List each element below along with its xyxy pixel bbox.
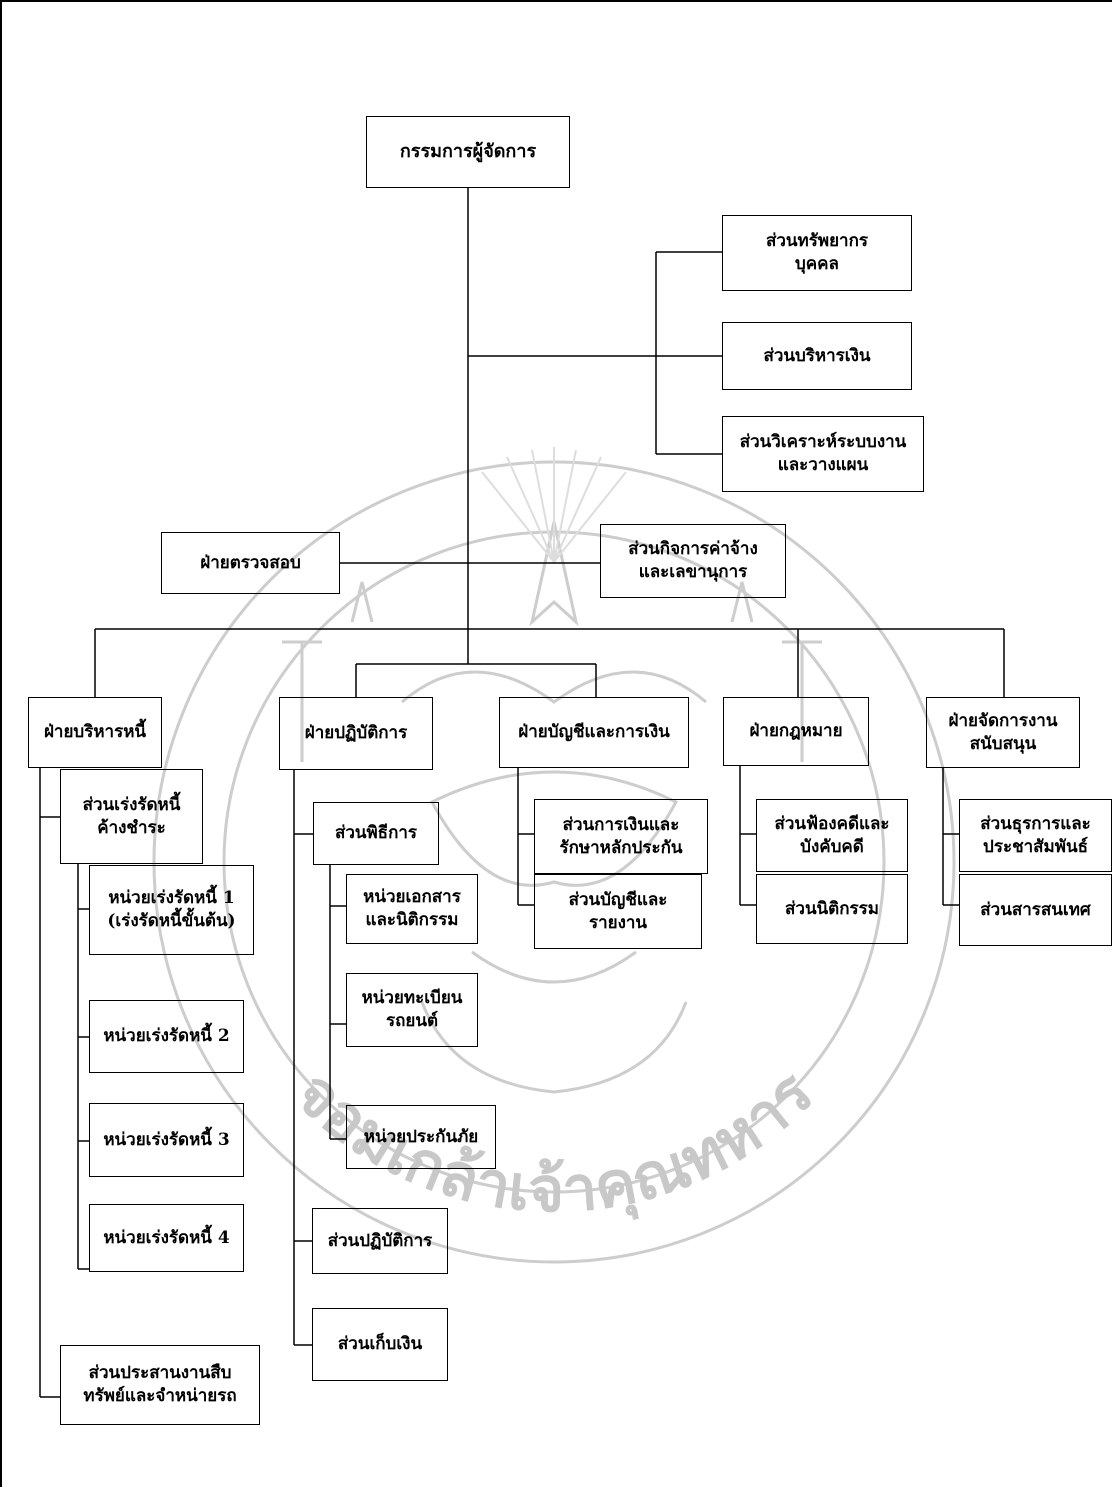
operations-section-box: ส่วนปฏิบัติการ <box>312 1208 448 1274</box>
finance-collateral-section-box: ส่วนการเงินและ รักษาหลักประกัน <box>534 799 708 874</box>
collection-section-box: ส่วนเก็บเงิน <box>312 1308 448 1381</box>
support-department-box: ฝ่ายจัดการงาน สนับสนุน <box>926 697 1080 768</box>
juristic-acts-section-box: ส่วนนิติกรรม <box>756 874 908 944</box>
debt-collection-section-box: ส่วนเร่งรัดหนี้ ค้างชำระ <box>60 769 203 864</box>
secretariat-section-box: ส่วนกิจการค่าจ้าง และเลขานุการ <box>600 524 786 598</box>
vehicle-registration-unit-box: หน่วยทะเบียน รถยนต์ <box>346 973 478 1047</box>
ceo-box: กรรมการผู้จัดการ <box>366 116 570 188</box>
systems-planning-section-box: ส่วนวิเคราะห์ระบบงาน และวางแผน <box>722 416 924 492</box>
information-section-box: ส่วนสารสนเทศ <box>959 874 1112 946</box>
debt-unit-1-box: หน่วยเร่งรัดหนี้ 1 (เร่งรัดหนี้ขั้นต้น) <box>89 865 254 955</box>
debt-unit-2-box: หน่วยเร่งรัดหนี้ 2 <box>89 1000 244 1073</box>
asset-tracing-section-box: ส่วนประสานงานสืบ ทรัพย์และจำหน่ายรถ <box>60 1345 260 1425</box>
litigation-section-box: ส่วนฟ้องคดีและ บังคับคดี <box>756 799 908 872</box>
treasury-section-box: ส่วนบริหารเงิน <box>722 322 912 390</box>
debt-unit-3-box: หน่วยเร่งรัดหนี้ 3 <box>89 1103 244 1177</box>
accounts-reporting-section-box: ส่วนบัญชีและ รายงาน <box>534 874 702 949</box>
insurance-unit-box: หน่วยประกันภัย <box>346 1105 496 1169</box>
debt-unit-4-box: หน่วยเร่งรัดหนี้ 4 <box>89 1204 244 1272</box>
debt-department-box: ฝ่ายบริหารหนี้ <box>28 697 162 768</box>
admin-pr-section-box: ส่วนธุรการและ ประชาสัมพันธ์ <box>959 799 1112 872</box>
legal-department-box: ฝ่ายกฎหมาย <box>723 697 869 766</box>
audit-department-box: ฝ่ายตรวจสอบ <box>161 532 340 594</box>
ceremony-section-box: ส่วนพิธีการ <box>313 802 439 865</box>
documents-unit-box: หน่วยเอกสาร และนิติกรรม <box>346 874 478 944</box>
hr-section-box: ส่วนทรัพยากร บุคคล <box>722 215 912 291</box>
accounting-department-box: ฝ่ายบัญชีและการเงิน <box>499 697 689 768</box>
operations-department-box: ฝ่ายปฏิบัติการ <box>279 697 433 770</box>
